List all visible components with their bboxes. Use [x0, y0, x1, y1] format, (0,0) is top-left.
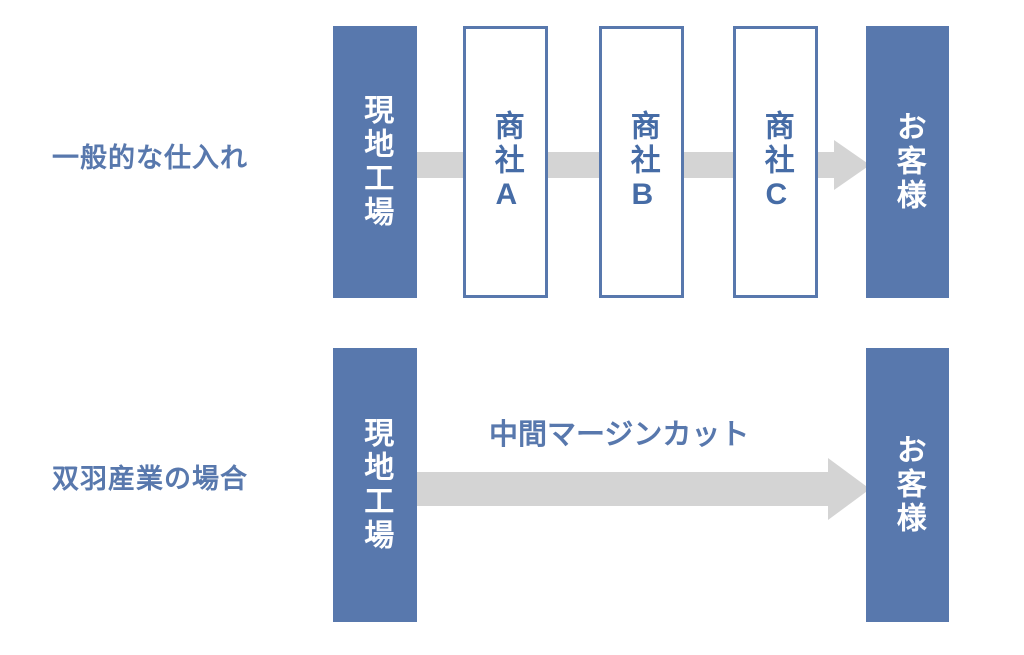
node-customer-row1: お客様 — [866, 26, 949, 298]
node-local-factory-row1: 現地工場 — [333, 26, 417, 298]
node-label: 商社A — [489, 109, 523, 215]
node-label: お客様 — [891, 111, 925, 213]
node-customer-row2: お客様 — [866, 348, 949, 622]
node-trading-company-a: 商社A — [463, 26, 548, 298]
node-label: お客様 — [891, 434, 925, 536]
node-label: 現地工場 — [359, 94, 393, 230]
node-trading-company-b: 商社B — [599, 26, 684, 298]
node-trading-company-c: 商社C — [733, 26, 818, 298]
node-local-factory-row2: 現地工場 — [333, 348, 417, 622]
flow-arrow-direct-icon — [410, 458, 870, 520]
node-label: 商社C — [759, 109, 793, 215]
node-label: 現地工場 — [359, 417, 393, 553]
row-label-general-procurement: 一般的な仕入れ — [52, 143, 248, 173]
margin-cut-caption: 中間マージンカット — [489, 419, 750, 451]
row-label-futaba-industry: 双羽産業の場合 — [52, 464, 248, 494]
node-label: 商社B — [625, 109, 659, 215]
